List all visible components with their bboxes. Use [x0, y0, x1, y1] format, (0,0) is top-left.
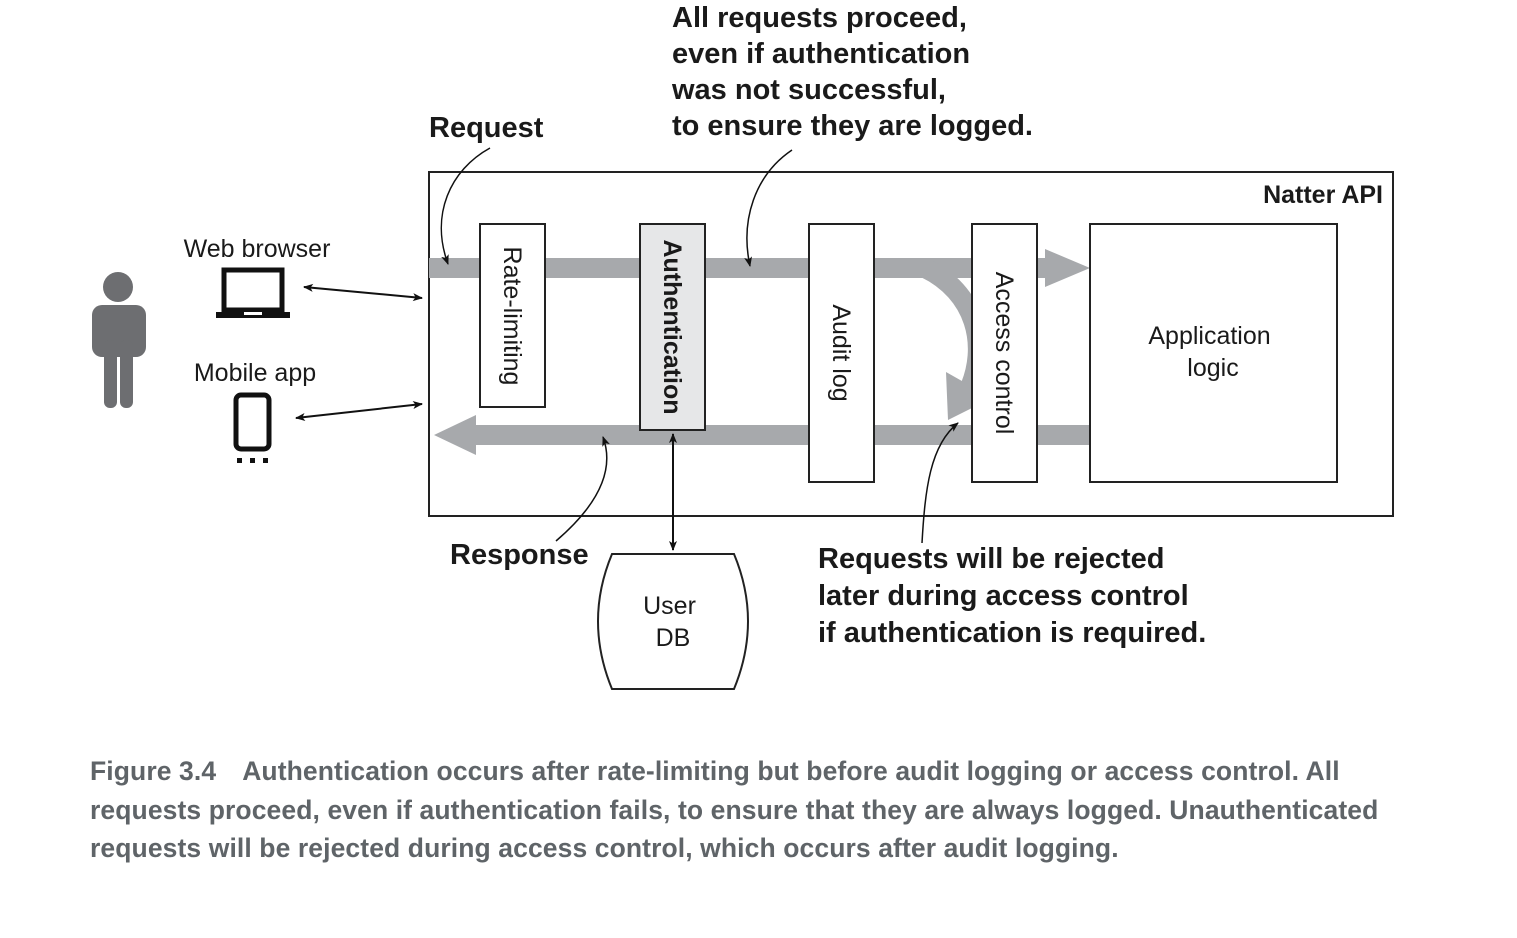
authentication-box — [639, 223, 706, 431]
figure-number: Figure 3.4 — [90, 756, 217, 786]
audit-log-label: Audit log — [827, 304, 855, 401]
all-requests-leader — [744, 149, 793, 267]
response-callout: Response — [450, 539, 589, 571]
laptop-icon — [216, 267, 290, 318]
user-db-shape — [597, 553, 749, 690]
request-leader — [440, 147, 491, 265]
person-icon — [92, 272, 146, 408]
application-logic-box — [1089, 223, 1338, 483]
rate-limiting-box — [479, 223, 546, 408]
rejected-leader — [921, 422, 959, 544]
access-control-label: Access control — [990, 272, 1018, 435]
user-db-label: User DB — [643, 592, 703, 652]
rejected-callout: Requests will be rejected later during a… — [818, 543, 1206, 649]
application-logic-label: Application logic — [1148, 322, 1277, 382]
response-leader — [555, 436, 610, 542]
access-control-box — [971, 223, 1038, 483]
natter-api-label: Natter API — [1263, 181, 1383, 209]
mobile-app-label: Mobile app — [194, 359, 316, 387]
request-flow-arrow — [429, 249, 1090, 287]
authentication-label: Authentication — [658, 240, 686, 415]
all-requests-callout: All requests proceed, even if authentica… — [671, 2, 1033, 142]
audit-log-box — [808, 223, 875, 483]
rate-limiting-label: Rate-limiting — [498, 247, 526, 386]
mobile-phone-icon — [233, 392, 272, 463]
caption-text: Authentication occurs after rate-limitin… — [90, 756, 1379, 863]
diagram: Natter API Rate-limiting Authentication … — [92, 2, 1394, 690]
response-flow-arrow — [434, 415, 1092, 455]
web-browser-label: Web browser — [184, 235, 331, 263]
mobile-connector — [295, 401, 423, 421]
request-callout: Request — [429, 112, 544, 144]
browser-connector — [303, 283, 423, 302]
